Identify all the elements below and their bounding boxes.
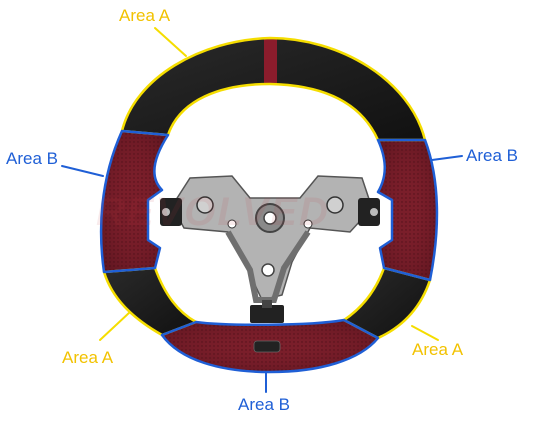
label-area-b-bottom: Area B [238, 395, 290, 414]
leader-area-a-top [154, 27, 187, 57]
rim-bottom-right-black [344, 268, 430, 338]
spoke-frame [160, 175, 380, 323]
label-area-b-left: Area B [6, 149, 58, 168]
leader-area-a-bottom-left [99, 311, 131, 341]
rim-bottom-left-black [104, 268, 196, 335]
area-b-right-outline [376, 138, 439, 282]
bottom-badge [253, 340, 281, 353]
label-area-a-bottom-right: Area A [412, 340, 464, 359]
center-stripe [264, 38, 277, 84]
label-area-b-right: Area B [466, 146, 518, 165]
rim-top-black [122, 38, 425, 140]
label-area-a-top: Area A [119, 6, 171, 25]
area-b-left-outline [99, 129, 170, 274]
brand-watermark: REVOLVED [96, 190, 330, 234]
label-area-a-bottom-left: Area A [62, 348, 114, 367]
leader-area-b-right [431, 155, 463, 161]
area-b-bottom-outline [160, 318, 380, 374]
leader-area-a-bottom-right [411, 325, 439, 341]
leader-area-b-left [61, 165, 104, 177]
area-a-top-outline [120, 36, 427, 142]
